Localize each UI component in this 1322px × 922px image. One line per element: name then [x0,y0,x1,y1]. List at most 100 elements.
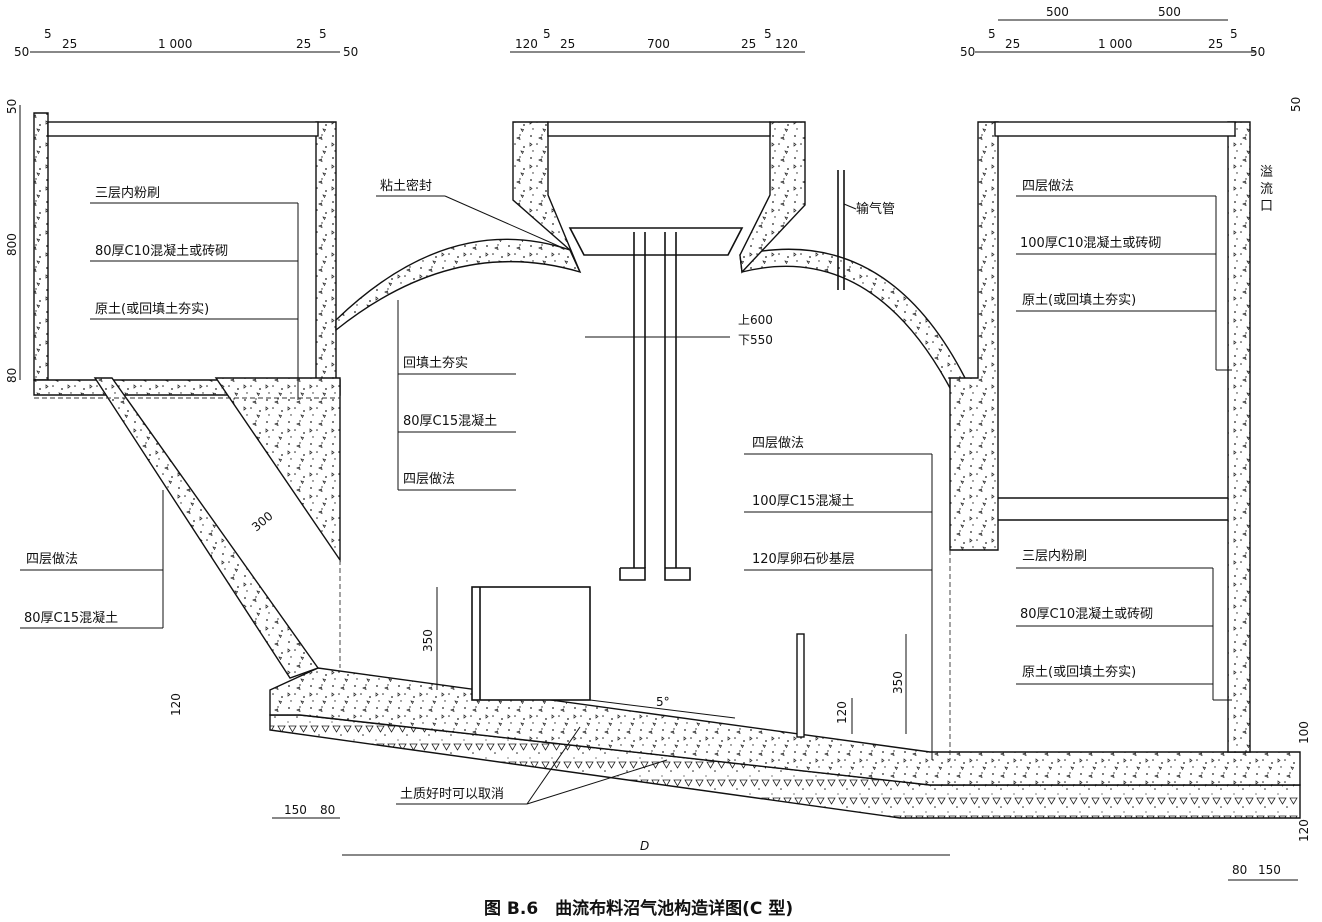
right-cover-slab [994,121,1236,137]
dim-slope-thickness: 300 [249,509,276,534]
floor-label-1: 100厚C15混凝土 [752,493,854,509]
inlet-duct-lower-wall [93,377,320,679]
left-slope-labels: 四层做法 80厚C15混凝土 [20,490,164,629]
inlet-baffle [471,586,591,701]
dim-right-2: 25 [1005,37,1020,51]
floor-label-2: 120厚卵石砂基层 [752,552,855,567]
left-slope-label-0: 四层做法 [26,552,78,567]
center-cover-slab [547,121,771,137]
dim-left-2: 25 [62,37,77,51]
dim-bottom-left-1: 80 [320,803,335,817]
floor-label-0: 四层做法 [752,436,804,451]
right-tank-outer-wall [1227,121,1251,753]
neck-right-wall [739,121,806,274]
dim-left-1: 5 [44,27,52,41]
dim-left-3: 1 000 [158,37,192,51]
dim-left-bottom: 80 [5,368,19,383]
overflow-label: 溢 流 口 [1260,165,1273,214]
dim-right-6: 50 [1250,45,1265,59]
soil-note-label: 土质好时可以取消 [400,787,504,802]
neck-labels: 粘土密封 输气管 [376,178,895,249]
top-dimension-right: 500 500 50 5 25 1 000 25 5 50 [960,5,1265,59]
dim-right-3: 1 000 [1098,37,1132,51]
dim-center-5: 5 [764,27,772,41]
dim-right-5: 5 [1230,27,1238,41]
dim-right-0: 50 [960,45,975,59]
left-tank-outer-wall [33,112,49,381]
left-tank-inner-wall [315,121,337,381]
overflow-label-1: 流 [1260,182,1273,197]
floor-slab [269,667,1301,786]
dim-left-5: 5 [319,27,327,41]
floor-labels: 四层做法 100厚C15混凝土 120厚卵石砂基层 [744,436,933,760]
dim-left-0: 50 [14,45,29,59]
figure-caption: 图 B.6 曲流布料沼气池构造详图(C 型) [484,898,793,919]
dome-labels: 回填土夯实 80厚C15混凝土 四层做法 [397,300,516,491]
dim-right-1: 5 [988,27,996,41]
right-lower-label-0: 三层内粉刷 [1022,548,1087,564]
dim-bottom-right-0: 80 [1232,863,1247,877]
dim-center-3: 700 [647,37,670,51]
bottom-dimensions: 150 80 80 150 [272,803,1298,881]
dim-center-6: 120 [775,37,798,51]
left-tank-labels: 三层内粉刷 80厚C10混凝土或砖砌 原土(或回填土夯实) [90,185,299,400]
dim-pipe-upper: 上600 [738,313,773,327]
dim-left-6: 50 [343,45,358,59]
inner-dimensions: 300 上600 下550 350 350 120 5° D [249,313,950,856]
dome-shell-right [739,248,966,390]
dim-left-base: 120 [169,693,183,716]
left-tank-label-0: 三层内粉刷 [95,185,160,201]
dim-right-base-lower: 120 [1297,819,1311,842]
dim-diameter: D [640,839,649,853]
gas-pipe-label: 输气管 [856,201,895,217]
overflow-label-0: 溢 [1260,165,1273,180]
right-lower-label-1: 80厚C10混凝土或砖砌 [1020,606,1153,622]
dome-shell [335,238,582,332]
right-upper-label-0: 四层做法 [1022,179,1074,194]
clay-seal-label: 粘土密封 [380,178,432,194]
right-chamber-wall [949,121,999,551]
left-tank-label-1: 80厚C10混凝土或砖砌 [95,243,228,259]
dim-left-4: 25 [296,37,311,51]
dim-center-1: 5 [543,27,551,41]
dim-right-4: 25 [1208,37,1223,51]
dim-right-upper-0: 500 [1046,5,1069,19]
left-slope-label-1: 80厚C15混凝土 [24,610,118,626]
dim-left-height: 800 [5,233,19,256]
left-tank-label-2: 原土(或回填土夯实) [95,302,209,317]
dome-label-1: 80厚C15混凝土 [403,413,497,429]
dome-label-0: 回填土夯实 [403,356,468,371]
lid-plug [568,227,744,256]
dim-center-4: 25 [741,37,756,51]
right-upper-labels: 四层做法 100厚C10混凝土或砖砌 原土(或回填土夯实) [1016,179,1232,371]
soil-note: 土质好时可以取消 [396,726,668,805]
overflow-label-2: 口 [1260,199,1273,214]
dome-label-2: 四层做法 [403,472,455,487]
covers [47,121,1236,137]
dim-center-0: 120 [515,37,538,51]
dim-right-base-upper: 100 [1297,721,1311,744]
dim-inlet-height: 350 [421,629,435,652]
dim-slope-angle: 5° [656,695,670,709]
dim-center-2: 25 [560,37,575,51]
dim-right-upper-1: 500 [1158,5,1181,19]
top-dimension-center: 120 5 25 700 25 5 120 [510,27,805,53]
dim-outlet-height: 350 [891,671,905,694]
top-dimension-left: 50 5 25 1 000 25 5 50 [14,27,358,59]
dim-left-top: 50 [5,99,19,114]
side-dimensions: 50 800 80 50 120 100 120 [5,97,1311,842]
dim-bottom-right-1: 150 [1258,863,1281,877]
left-cover-slab [47,121,319,137]
dim-pipe-lower: 下550 [738,333,773,347]
outlet-weir [796,633,805,738]
right-lower-label-2: 原土(或回填土夯实) [1022,665,1136,680]
inlet-duct-upper-wall [214,377,341,563]
dim-bottom-left-0: 150 [284,803,307,817]
structure [33,112,1301,819]
right-lower-labels: 三层内粉刷 80厚C10混凝土或砖砌 原土(或回填土夯实) [1016,548,1232,701]
right-upper-label-2: 原土(或回填土夯实) [1022,293,1136,308]
dim-right-top: 50 [1289,97,1303,112]
internal-parts [34,170,1228,760]
dim-weir-height: 120 [835,701,849,724]
